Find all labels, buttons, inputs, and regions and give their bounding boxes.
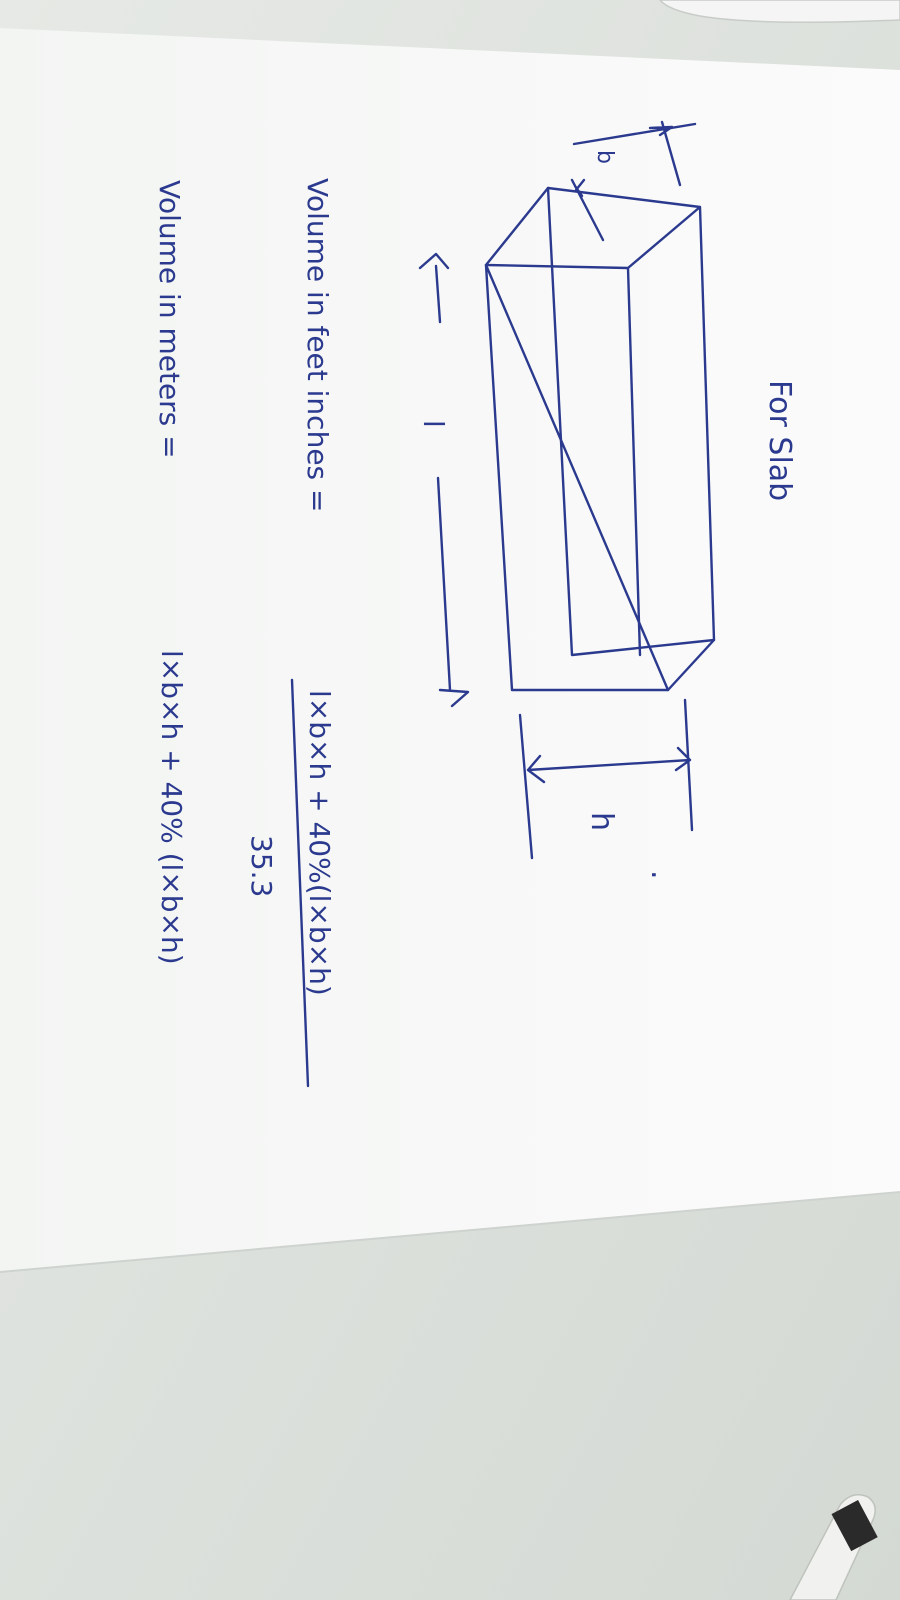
label-l: l bbox=[417, 420, 450, 428]
dimension-top bbox=[572, 120, 697, 187]
meters-caption: Volume in meters = bbox=[153, 180, 186, 459]
slab-heading: For Slab bbox=[762, 380, 797, 501]
monitor-corner bbox=[659, 0, 900, 23]
dimension-b bbox=[570, 178, 605, 242]
fraction-bar bbox=[290, 678, 310, 1088]
label-h: h bbox=[584, 812, 619, 831]
dimension-l-arrow-left bbox=[418, 252, 450, 324]
label-b: b bbox=[592, 150, 617, 164]
slab-front-face bbox=[484, 263, 670, 692]
pen bbox=[789, 1494, 878, 1600]
handwriting bbox=[290, 120, 716, 1088]
feet-caption: Volume in feet inches = bbox=[301, 178, 334, 513]
meters-formula: l×b×h + 40% (l×b×h) bbox=[155, 650, 188, 965]
slab-rear-edges bbox=[546, 186, 716, 657]
feet-numerator: l×b×h + 40%(l×b×h) bbox=[303, 690, 336, 996]
paper-sheet bbox=[0, 28, 900, 1272]
label-dots: . bbox=[644, 870, 679, 880]
dimension-l-arrow-right bbox=[436, 476, 470, 708]
paper-edge bbox=[0, 1191, 900, 1273]
feet-denominator: 35.3 bbox=[245, 835, 278, 897]
dimension-h bbox=[518, 698, 694, 860]
